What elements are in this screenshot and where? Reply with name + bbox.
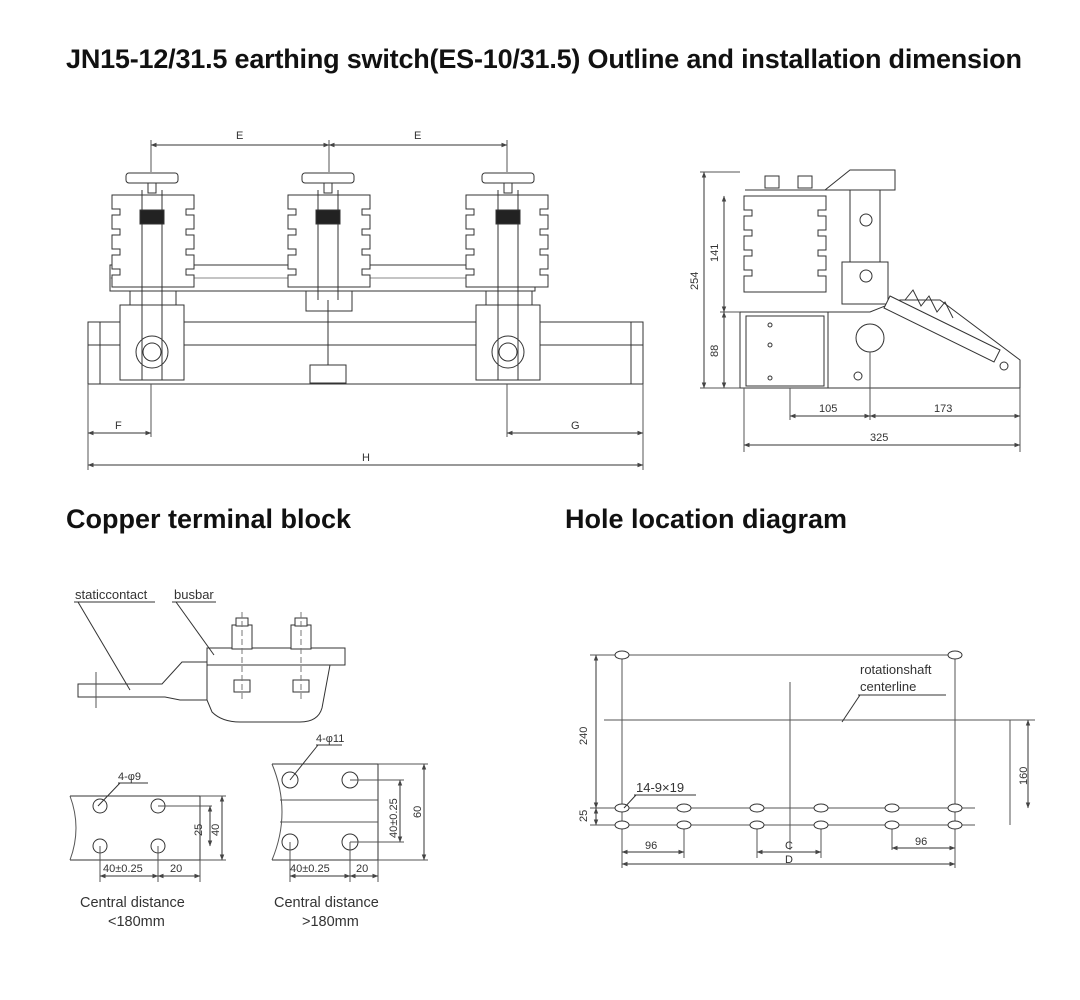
large-caption-line1: Central distance [274, 895, 379, 911]
dim-e-left: E [236, 130, 243, 142]
dim-105: 105 [819, 403, 837, 415]
dim-h: H [362, 452, 370, 464]
terminal-large [271, 744, 428, 882]
slot-label: 14-9×19 [636, 780, 684, 795]
small-dim-25: 25 [193, 824, 205, 836]
small-caption-line2: <180mm [108, 914, 165, 930]
label-static-contact: staticcontact [75, 587, 148, 602]
insulator-middle [287, 172, 371, 384]
front-view [87, 140, 644, 470]
page-title: JN15-12/31.5 earthing switch(ES-10/31.5)… [66, 44, 1022, 74]
dim-240: 240 [578, 727, 590, 745]
small-dim-40: 40 [210, 824, 222, 836]
small-dim-40pm: 40±0.25 [103, 863, 143, 875]
side-view [700, 169, 1021, 452]
small-holes-label: 4-φ9 [118, 771, 141, 783]
shaft-label-line2: centerline [860, 679, 916, 694]
dim-141: 141 [709, 244, 721, 262]
terminal-section-title: Copper terminal block [66, 504, 352, 534]
small-caption-line1: Central distance [80, 895, 185, 911]
dim-96-left: 96 [645, 840, 657, 852]
large-dim-60: 60 [412, 806, 424, 818]
large-dim-40pm-v: 40±0.25 [388, 798, 400, 838]
large-dim-20: 20 [356, 863, 368, 875]
dim-88: 88 [709, 345, 721, 357]
holes-section-title: Hole location diagram [565, 504, 848, 534]
dim-325: 325 [870, 432, 888, 444]
large-caption-line2: >180mm [302, 914, 359, 930]
small-dim-20: 20 [170, 863, 182, 875]
dim-d: D [785, 854, 793, 866]
large-dim-40pm: 40±0.25 [290, 863, 330, 875]
dim-254: 254 [689, 272, 701, 290]
label-busbar: busbar [174, 587, 214, 602]
dim-c: C [785, 840, 793, 852]
dim-96-right: 96 [915, 836, 927, 848]
large-holes-label: 4-φ11 [316, 733, 344, 745]
dim-160: 160 [1018, 767, 1030, 785]
insulator-left [111, 172, 195, 381]
shaft-label-line1: rotationshaft [860, 662, 932, 677]
dim-f: F [115, 420, 122, 432]
hole-diagram [590, 650, 1035, 868]
dim-g: G [571, 420, 580, 432]
insulator-right [465, 172, 549, 381]
terminal-small [69, 782, 226, 882]
dim-e-right: E [414, 130, 421, 142]
terminal-assembly [74, 601, 346, 723]
dim-173: 173 [934, 403, 952, 415]
dim-25-hole: 25 [578, 810, 590, 822]
